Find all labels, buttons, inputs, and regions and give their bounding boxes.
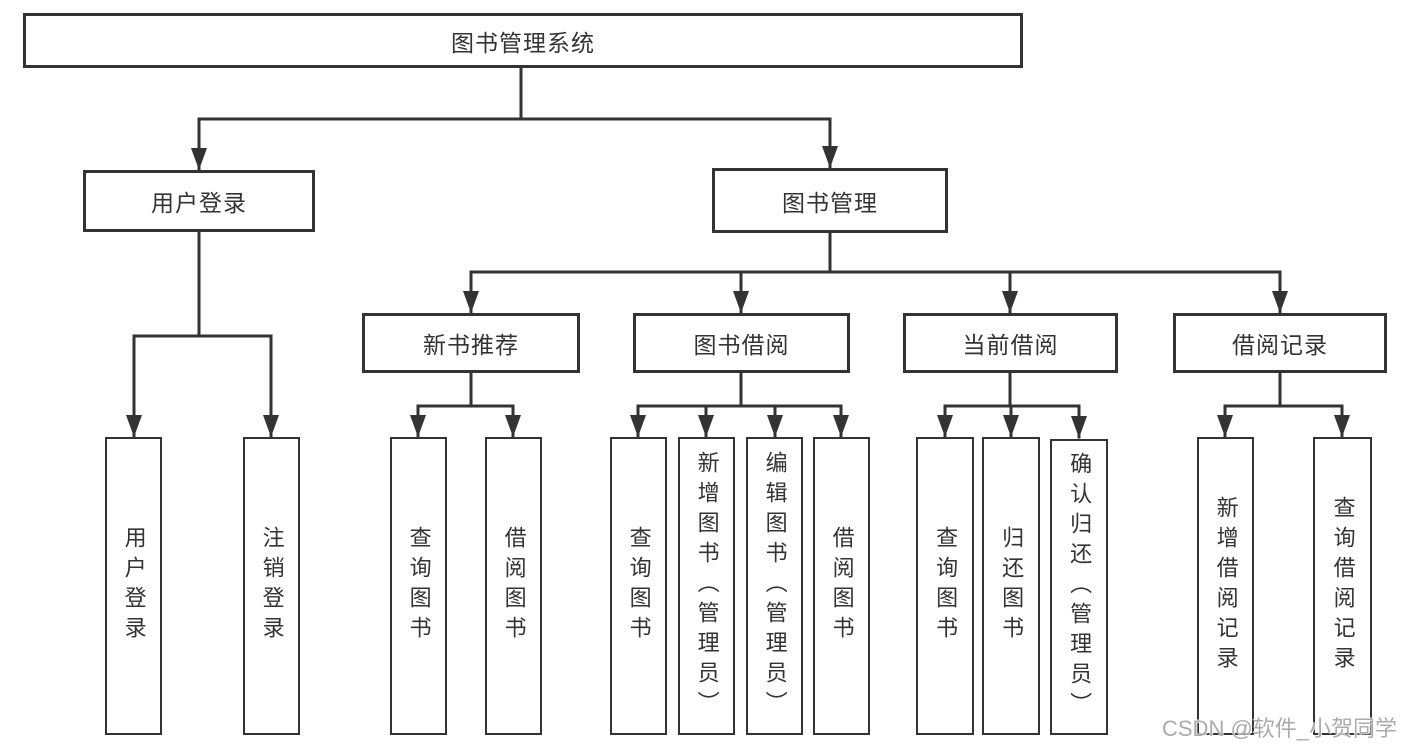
leaf-logout: 注销登录 bbox=[243, 437, 300, 735]
leaf-query-books-current: 查询图书 bbox=[916, 437, 974, 735]
leaf-query-books-borrowing: 查询图书 bbox=[610, 437, 667, 735]
leaf-label: 查询图书 bbox=[626, 526, 652, 646]
leaf-query-borrow-record: 查询借阅记录 bbox=[1313, 437, 1372, 735]
leaf-label: 归还图书 bbox=[999, 526, 1025, 646]
leaf-label: 新增借阅记录 bbox=[1213, 496, 1239, 676]
node-book-management: 图书管理 bbox=[712, 168, 948, 233]
leaf-label: 确认归还（管理员） bbox=[1067, 452, 1093, 722]
leaf-user-login: 用户登录 bbox=[105, 437, 162, 735]
leaf-label: 借阅图书 bbox=[829, 526, 855, 646]
leaf-borrow-books-borrowing: 借阅图书 bbox=[813, 437, 870, 735]
node-user-login: 用户登录 bbox=[83, 170, 315, 232]
leaf-label: 查询图书 bbox=[406, 526, 432, 646]
node-book-borrowing: 图书借阅 bbox=[633, 313, 850, 373]
leaf-label: 编辑图书（管理员） bbox=[762, 451, 788, 721]
leaf-label: 借阅图书 bbox=[501, 526, 527, 646]
leaf-return-books: 归还图书 bbox=[982, 437, 1040, 735]
node-label: 用户登录 bbox=[151, 190, 247, 216]
leaf-label: 查询借阅记录 bbox=[1330, 496, 1356, 676]
node-borrowing-records: 借阅记录 bbox=[1173, 313, 1387, 373]
node-label: 图书管理系统 bbox=[451, 29, 595, 56]
node-current-borrowing: 当前借阅 bbox=[903, 313, 1118, 373]
leaf-add-book-admin: 新增图书（管理员） bbox=[678, 437, 735, 735]
node-label: 图书借阅 bbox=[693, 332, 790, 358]
leaf-edit-book-admin: 编辑图书（管理员） bbox=[746, 437, 803, 735]
node-label: 当前借阅 bbox=[962, 332, 1059, 358]
node-label: 图书管理 bbox=[782, 189, 878, 216]
node-label: 借阅记录 bbox=[1232, 332, 1328, 358]
leaf-label: 注销登录 bbox=[259, 526, 285, 646]
node-new-book-recommendation: 新书推荐 bbox=[362, 313, 580, 373]
leaf-label: 新增图书（管理员） bbox=[694, 451, 720, 721]
csdn-watermark: CSDN @软件_小贺同学 bbox=[1162, 716, 1398, 741]
leaf-confirm-return-admin: 确认归还（管理员） bbox=[1050, 439, 1108, 735]
leaf-label: 用户登录 bbox=[121, 526, 147, 646]
node-library-system: 图书管理系统 bbox=[23, 13, 1023, 68]
leaf-borrow-books-recommend: 借阅图书 bbox=[485, 437, 542, 735]
leaf-query-books-recommend: 查询图书 bbox=[390, 437, 447, 735]
leaf-label: 查询图书 bbox=[933, 526, 959, 646]
leaf-add-borrow-record: 新增借阅记录 bbox=[1197, 437, 1254, 735]
node-label: 新书推荐 bbox=[423, 332, 519, 358]
